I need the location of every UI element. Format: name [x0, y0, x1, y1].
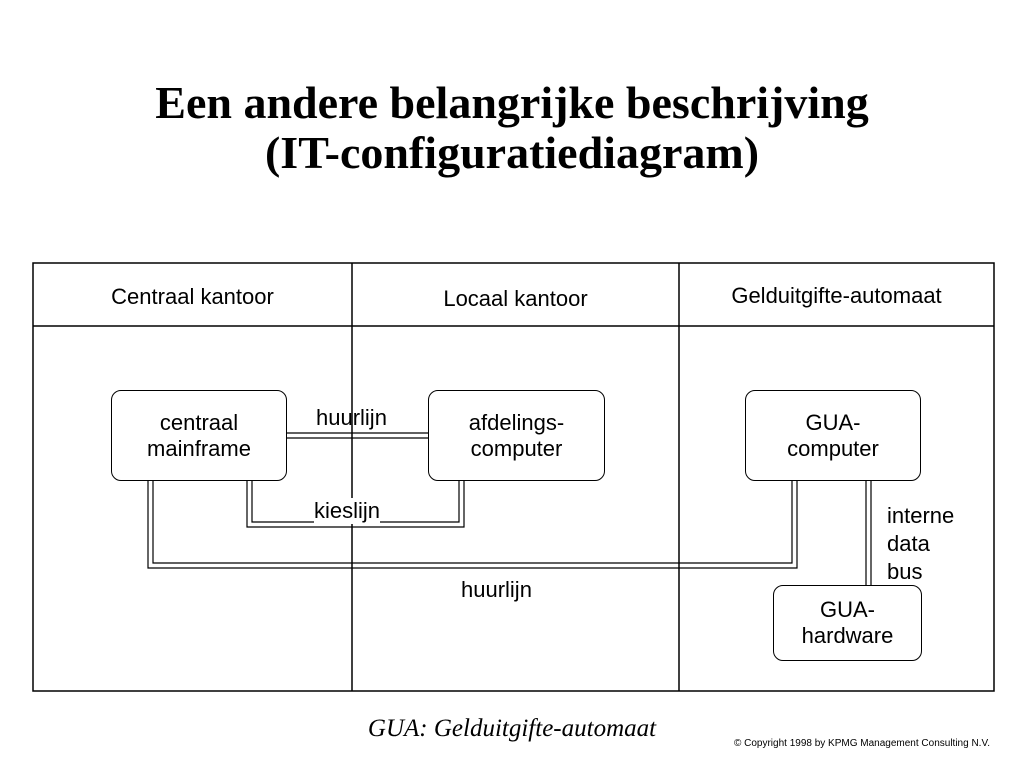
interne-bus-connector: [865, 481, 872, 585]
slide-title: Een andere belangrijke beschrijving (IT-…: [0, 78, 1024, 178]
node-gua-hardware-line1: GUA-: [820, 597, 875, 622]
outer-frame: [32, 262, 995, 692]
node-gua-hardware-line2: hardware: [801, 623, 894, 648]
node-gua-computer: GUA- computer: [745, 390, 921, 481]
node-mainframe-line1: centraal: [159, 409, 239, 435]
title-line-2: (IT-configuratiediagram): [264, 127, 760, 178]
huurlijn-bottom-connector: [147, 481, 798, 569]
column-header-centraal: Centraal kantoor: [111, 284, 274, 309]
interne-bus-line3: bus: [887, 559, 923, 584]
huurlijn-top-connector: [287, 432, 428, 439]
column-header-gua: Gelduitgifte-automaat: [731, 283, 942, 308]
edge-label-huurlijn-top: huurlijn: [316, 405, 387, 430]
node-gua-hardware: GUA- hardware: [773, 585, 922, 661]
node-gua-computer-line1: GUA-: [805, 409, 861, 435]
edge-label-interne-bus: interne data bus: [887, 502, 954, 586]
node-afdelings-computer: afdelings- computer: [428, 390, 605, 481]
copyright-notice: © Copyright 1998 by KPMG Management Cons…: [733, 738, 990, 749]
node-mainframe-line2: mainframe: [147, 435, 251, 461]
interne-bus-line2: data: [887, 531, 930, 556]
node-gua-computer-line2: computer: [787, 435, 879, 461]
edge-label-kieslijn: kieslijn: [314, 498, 381, 524]
title-line-1: Een andere belangrijke beschrijving: [155, 77, 869, 128]
edge-label-huurlijn-bottom: huurlijn: [461, 577, 532, 602]
node-afdelings-line1: afdelings-: [468, 409, 565, 435]
node-centraal-mainframe: centraal mainframe: [111, 390, 287, 481]
column-header-locaal: Locaal kantoor: [443, 286, 588, 311]
caption: GUA: Gelduitgifte-automaat: [367, 715, 657, 742]
interne-bus-line1: interne: [887, 503, 955, 528]
node-afdelings-line2: computer: [470, 435, 563, 461]
